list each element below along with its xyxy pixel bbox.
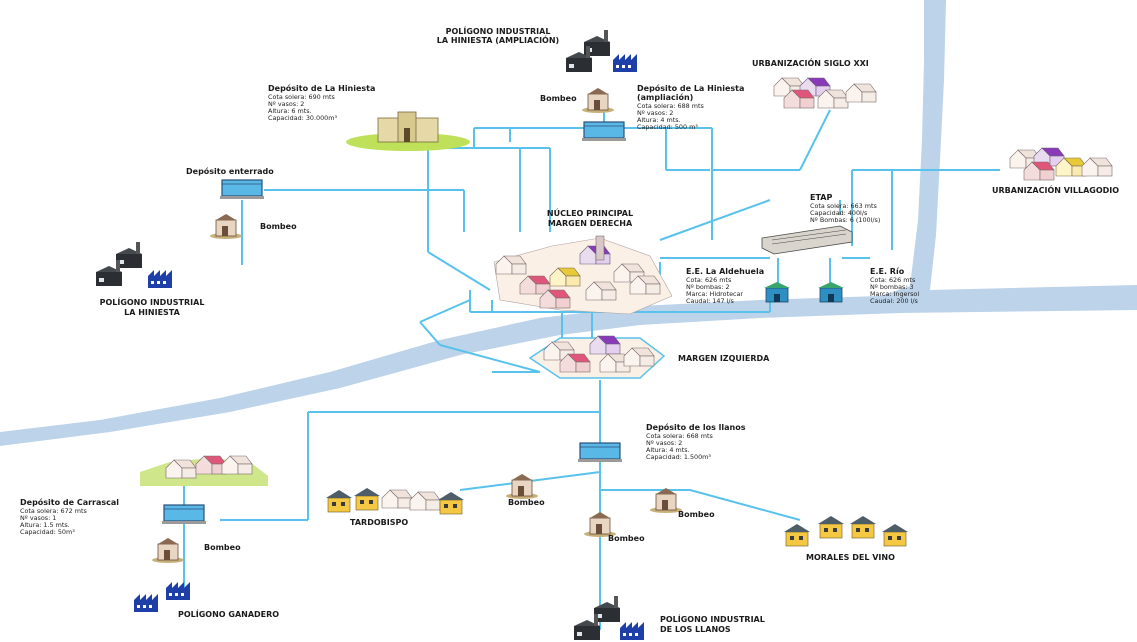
deposito-hiniesta-capacidad: Capacidad: 30.000m³ [268, 114, 337, 122]
deposito-hiniesta-amp-cota: Cota solera: 688 mts [637, 102, 704, 110]
deposito-carrascal-cota: Cota solera: 672 mts [20, 507, 87, 515]
ee-aldehuela-bombas: Nº bombas: 2 [686, 283, 730, 291]
bombeo-carrascal-label: Bombeo [204, 543, 241, 552]
nucleo-principal: NÚCLEO PRINCIPAL MARGEN DERECHA [493, 207, 673, 315]
deposito-hiniesta: Depósito de La Hiniesta Cota solera: 690… [268, 83, 470, 151]
deposito-hiniesta-amp-title-1: Depósito de La Hiniesta [637, 83, 744, 93]
poligono-llanos-label-1: POLÍGONO INDUSTRIAL [660, 613, 765, 624]
deposito-llanos-title: Depósito de los llanos [646, 422, 746, 432]
deposito-hiniesta-ampliacion: Bombeo Depósito de La Hiniesta (ampliaci… [540, 83, 744, 142]
ee-rio-cota: Cota: 626 mts [870, 276, 916, 284]
bombeo-llanos: Bombeo [583, 511, 645, 543]
poligono-hiniesta-label-2: LA HINIESTA [124, 308, 180, 317]
ee-rio-bombas: Nº bombas: 3 [870, 283, 914, 291]
etap-capacidad: Capacidad: 400l/s [810, 209, 868, 217]
deposito-hiniesta-cota: Cota solera: 690 mts [268, 93, 335, 101]
deposito-llanos-vasos: Nº vasos: 2 [646, 439, 682, 447]
poligono-hiniesta: POLÍGONO INDUSTRIAL LA HINIESTA [96, 242, 204, 317]
ee-rio-title: E.E. Río [870, 267, 905, 276]
deposito-llanos-altura: Altura: 4 mts. [646, 446, 690, 454]
morales-del-vino-label: MORALES DEL VINO [806, 553, 895, 562]
etap-cota: Cota solera: 663 mts [810, 202, 877, 210]
deposito-llanos: Depósito de los llanos Cota solera: 668 … [577, 422, 746, 463]
ee-rio-marca: Marca: Ingersol [870, 290, 919, 298]
deposito-carrascal: Depósito de Carrascal Cota solera: 672 m… [20, 455, 268, 564]
morales-del-vino: Bombeo MORALES DEL VINO [649, 487, 909, 562]
deposito-hiniesta-amp-capacidad: Capacidad: 500 m³ [637, 123, 698, 131]
bombeo-llanos-label: Bombeo [608, 534, 645, 543]
poligono-ganadero: POLÍGONO GANADERO [134, 582, 279, 619]
margen-izquierda-label: MARGEN IZQUIERDA [678, 354, 770, 363]
deposito-hiniesta-vasos: Nº vasos: 2 [268, 100, 304, 108]
ee-rio-caudal: Caudal: 200 l/s [870, 297, 919, 305]
urbanizacion-siglo-xxi-label: URBANIZACIÓN SIGLO XXI [752, 57, 869, 68]
bombeo-top-label: Bombeo [540, 94, 577, 103]
ee-rio: E.E. Río Cota: 626 mts Nº bombas: 3 Marc… [817, 267, 919, 305]
etap-title: ETAP [810, 193, 832, 202]
tardobispo-label: TARDOBISPO [350, 518, 408, 527]
poligono-hiniesta-ampliacion-label-2: LA HINIESTA (AMPLIACIÓN) [437, 34, 559, 45]
deposito-hiniesta-title: Depósito de La Hiniesta [268, 83, 375, 93]
urbanizacion-villagodio: URBANIZACIÓN VILLAGODIO [992, 147, 1119, 195]
deposito-enterrado-label: Depósito enterrado [186, 166, 274, 176]
deposito-hiniesta-amp-title-2: (ampliación) [637, 92, 693, 102]
poligono-ganadero-label: POLÍGONO GANADERO [178, 608, 279, 619]
tardobispo: TARDOBISPO Bombeo [325, 473, 545, 527]
deposito-llanos-capacidad: Capacidad: 1.500m³ [646, 453, 711, 461]
poligono-llanos: POLÍGONO INDUSTRIAL DE LOS LLANOS [574, 596, 765, 640]
urbanizacion-villagodio-label: URBANIZACIÓN VILLAGODIO [992, 184, 1119, 195]
bombeo-morales-label: Bombeo [678, 510, 715, 519]
deposito-enterrado: Depósito enterrado Bombeo [186, 166, 297, 240]
nucleo-principal-label-2: MARGEN DERECHA [548, 219, 633, 228]
poligono-hiniesta-ampliacion: POLÍGONO INDUSTRIAL LA HINIESTA (AMPLIAC… [437, 25, 637, 72]
etap: ETAP Cota solera: 663 mts Capacidad: 400… [761, 193, 880, 255]
deposito-hiniesta-altura: Altura: 6 mts. [268, 107, 312, 115]
etap-bombas: Nº Bombas: 6 (100l/s) [810, 216, 880, 224]
margen-izquierda: MARGEN IZQUIERDA [528, 335, 770, 379]
deposito-carrascal-title: Depósito de Carrascal [20, 497, 119, 507]
poligono-hiniesta-label-1: POLÍGONO INDUSTRIAL [100, 296, 205, 307]
ee-aldehuela-marca: Marca: Hidrotecar [686, 290, 743, 298]
deposito-llanos-cota: Cota solera: 668 mts [646, 432, 713, 440]
deposito-hiniesta-amp-vasos: Nº vasos: 2 [637, 109, 673, 117]
deposito-hiniesta-amp-altura: Altura: 4 mts. [637, 116, 681, 124]
ee-aldehuela-caudal: Caudal: 147 l/s [686, 297, 735, 305]
poligono-hiniesta-ampliacion-label-1: POLÍGONO INDUSTRIAL [446, 25, 551, 36]
bombeo-left-label: Bombeo [260, 222, 297, 231]
deposito-carrascal-capacidad: Capacidad: 50m³ [20, 528, 75, 536]
poligono-llanos-label-2: DE LOS LLANOS [660, 625, 731, 634]
urbanizacion-siglo-xxi: URBANIZACIÓN SIGLO XXI [752, 57, 877, 109]
ee-aldehuela: E.E. La Aldehuela Cota: 626 mts Nº bomba… [686, 267, 791, 305]
ee-aldehuela-cota: Cota: 626 mts [686, 276, 732, 284]
deposito-carrascal-altura: Altura: 1.5 mts. [20, 521, 70, 529]
bombeo-tardobispo-label: Bombeo [508, 498, 545, 507]
ee-aldehuela-title: E.E. La Aldehuela [686, 267, 764, 276]
nucleo-principal-label-1: NÚCLEO PRINCIPAL [547, 207, 633, 218]
deposito-carrascal-vasos: Nº vasos: 1 [20, 514, 56, 522]
